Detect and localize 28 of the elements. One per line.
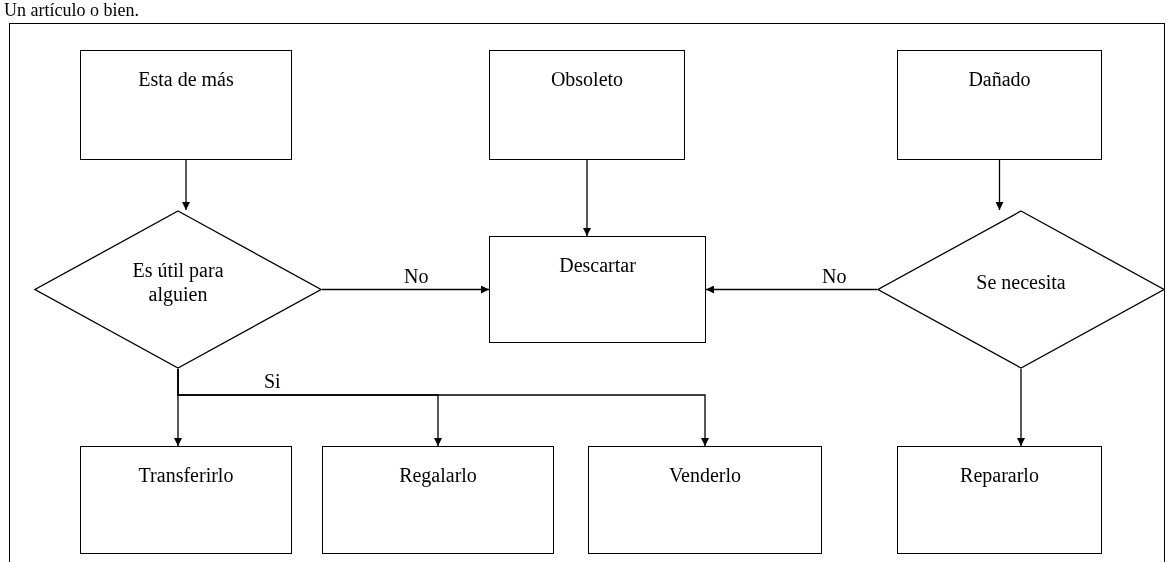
process-box — [588, 446, 822, 554]
arrow — [182, 159, 190, 211]
decision-diamond — [34, 210, 322, 369]
process-text: Descartar — [559, 253, 636, 277]
arrow — [995, 159, 1004, 211]
arrow — [177, 368, 709, 447]
decision-diamond — [877, 210, 1165, 369]
process-text: Repararlo — [960, 463, 1039, 487]
process-text: Obsoleto — [550, 67, 624, 91]
process-text: Esta de más — [138, 67, 234, 91]
heading-text: Un artículo o bien. — [4, 0, 139, 20]
arrow — [1017, 368, 1025, 447]
process-text: Transferirlo — [138, 463, 234, 487]
arrow — [583, 159, 591, 237]
process-box — [80, 446, 292, 554]
process-box — [489, 236, 706, 343]
process-text: Dañado — [968, 67, 1031, 91]
process-text: Regalarlo — [399, 463, 477, 487]
arrow — [321, 285, 490, 294]
process-box — [489, 50, 685, 160]
process-box — [80, 50, 292, 160]
arrow — [705, 285, 878, 294]
decision-text: Se necesita — [975, 269, 1067, 294]
decision-text: Es útil para alguien — [131, 257, 225, 306]
process-text: Venderlo — [668, 463, 742, 487]
process-box — [897, 446, 1102, 554]
process-box — [897, 50, 1102, 160]
process-box — [322, 446, 554, 554]
